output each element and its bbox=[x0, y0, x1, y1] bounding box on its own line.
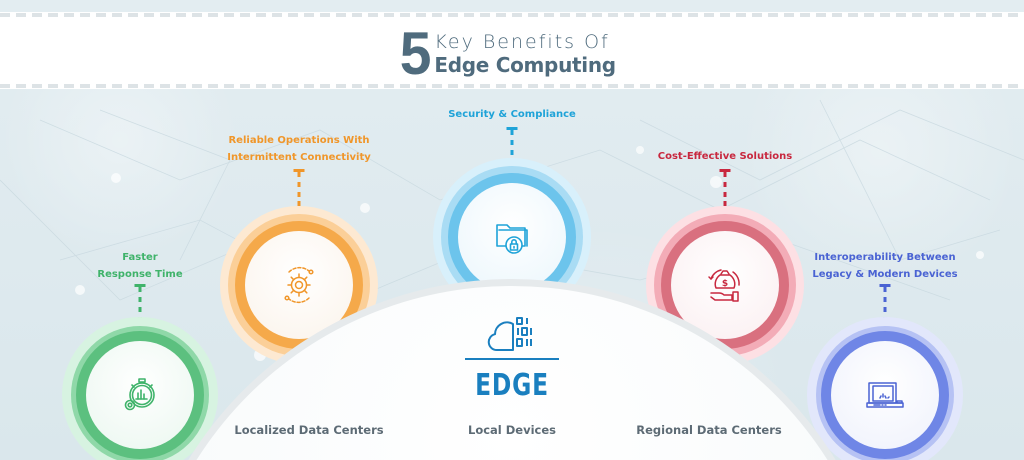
benefit-node-cost-effective: $ bbox=[646, 206, 804, 364]
laptop-device-icon bbox=[866, 382, 904, 408]
banner-dashed-border-bottom bbox=[0, 84, 1024, 88]
cloud-binary-icon bbox=[487, 317, 532, 352]
gear-cycle-icon bbox=[284, 266, 314, 304]
benefit-label-faster-response: Faster Response Time bbox=[97, 252, 183, 280]
svg-text:$: $ bbox=[722, 279, 728, 289]
money-bag-hand-icon: $ bbox=[708, 269, 740, 302]
benefit-node-interoperability bbox=[807, 317, 963, 460]
title-line-1: Key Benefits Of bbox=[434, 31, 610, 53]
tier-localized-data-centers: Localized Data Centers bbox=[234, 423, 384, 437]
banner-dashed-border-top bbox=[0, 13, 1024, 17]
benefit-label-interoperability: Interoperability Between Legacy & Modern… bbox=[812, 252, 958, 280]
benefit-node-faster-response bbox=[62, 317, 218, 460]
edge-divider bbox=[465, 358, 559, 360]
title-banner: 5 Key Benefits Of Edge Computing bbox=[0, 12, 1024, 89]
connector-cost-effective bbox=[719, 169, 731, 207]
folder-lock-icon bbox=[496, 224, 528, 254]
benefit-label-reliable-operations: Reliable Operations With Intermittent Co… bbox=[227, 135, 371, 163]
tier-local-devices: Local Devices bbox=[468, 423, 556, 437]
edge-title: EDGE bbox=[475, 368, 549, 403]
connector-reliable-operations bbox=[293, 169, 305, 207]
tier-regional-data-centers: Regional Data Centers bbox=[636, 423, 782, 437]
title-number: 5 bbox=[399, 20, 432, 87]
title-line-2: Edge Computing bbox=[434, 53, 616, 77]
benefit-label-security-compliance: Security & Compliance bbox=[448, 109, 576, 120]
page-title: 5 Key Benefits Of Edge Computing bbox=[399, 20, 616, 87]
benefit-label-cost-effective: Cost-Effective Solutions bbox=[657, 151, 793, 162]
stopwatch-gear-chart-icon bbox=[124, 378, 155, 411]
